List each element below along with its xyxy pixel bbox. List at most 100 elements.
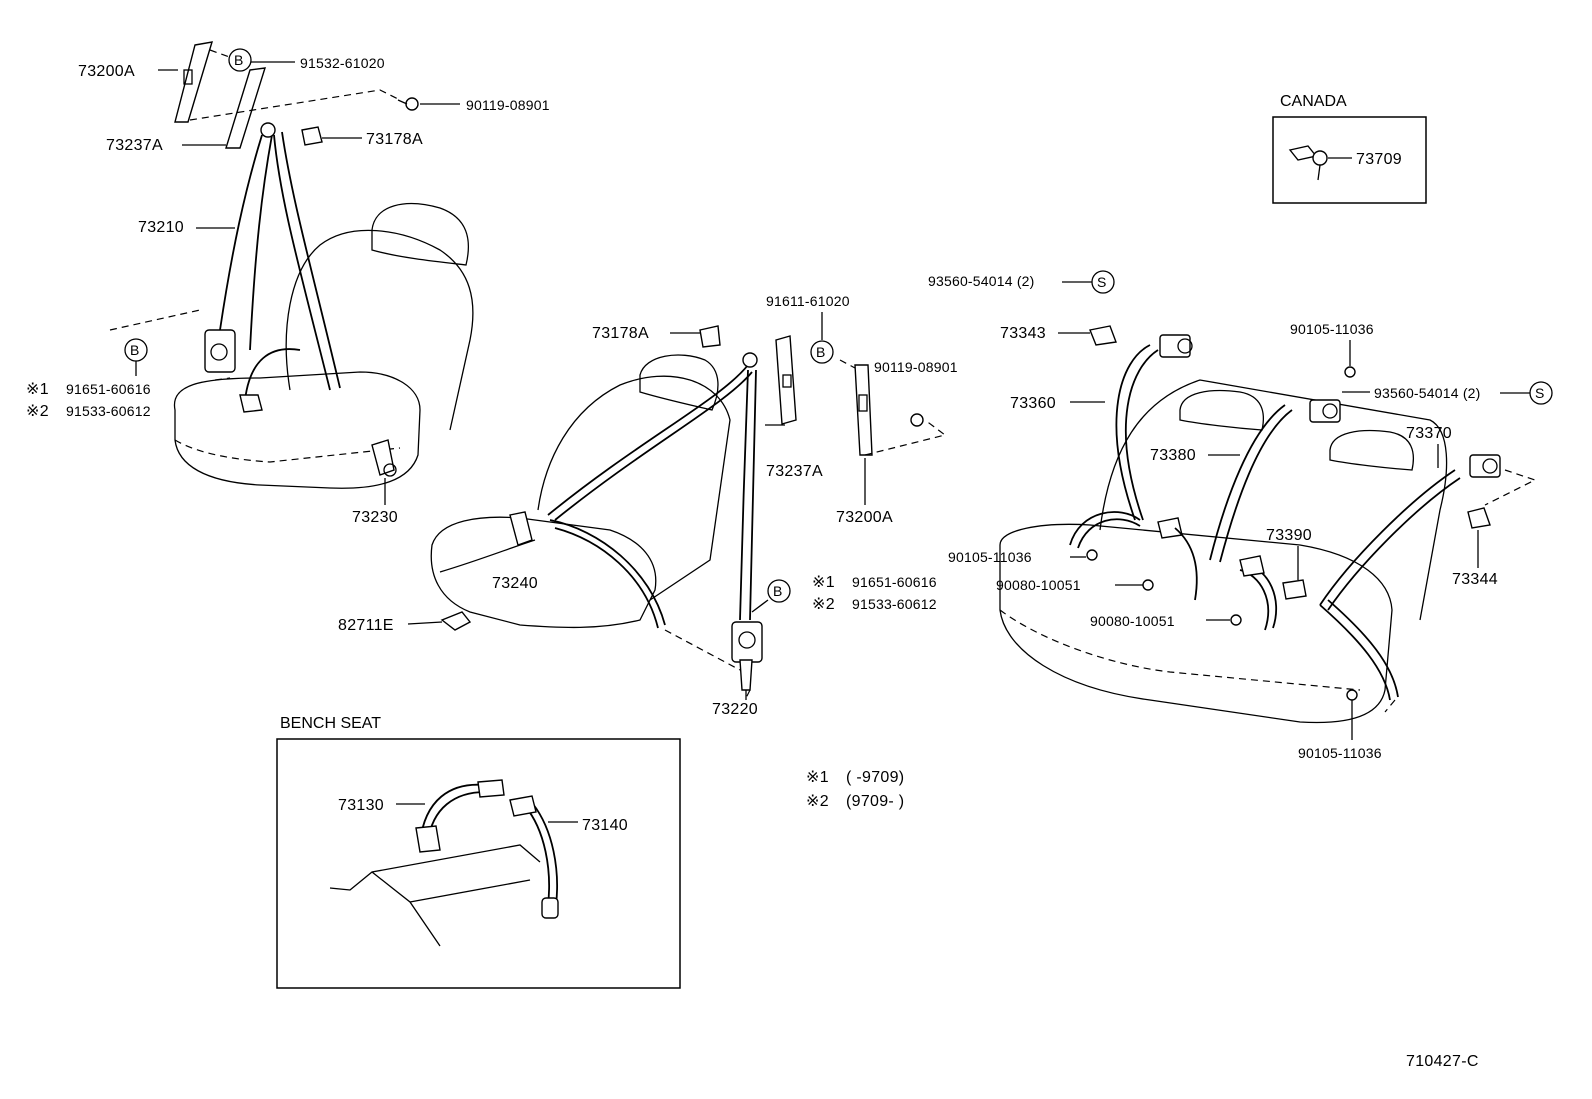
front-right-seat-assembly (430, 325, 947, 701)
canada-title: CANADA (1280, 93, 1347, 110)
svg-text:B: B (816, 344, 826, 360)
front-right-shoulder-adjuster-73200A (854, 364, 873, 456)
s-tag-icon: S (1091, 270, 1115, 294)
label-93560-54014-a: 93560-54014 (2) (928, 273, 1035, 289)
rear-belt-73360 (1115, 344, 1159, 521)
front-left-headrest (371, 202, 470, 266)
label-73178A: 73178A (366, 131, 423, 148)
bolt-90080-icon (1230, 614, 1242, 626)
legend-mark2: ※2 (806, 793, 829, 810)
label-73230: 73230 (352, 509, 398, 526)
label-73220: 73220 (712, 701, 758, 718)
front-left-cap-73178A (301, 126, 323, 146)
label-mark1: ※1 (812, 574, 835, 591)
bolt-90119-icon (397, 97, 419, 111)
label-90105-11036-a: 90105-11036 (1290, 321, 1374, 337)
bolt-73709-icon (1288, 145, 1328, 181)
label-91533-60612: 91533-60612 (852, 596, 937, 612)
rear-cover-73344 (1467, 507, 1491, 529)
label-73344: 73344 (1452, 571, 1498, 588)
bolt-90105-icon (1086, 549, 1098, 561)
label-mark2: ※2 (812, 596, 835, 613)
front-right-labels: 73178A 91611-61020 B 90119-08901 73237A … (338, 293, 958, 718)
legend-notes: ※1 ( -9709) ※2 (9709- ) (806, 769, 904, 810)
label-73390: 73390 (1266, 527, 1312, 544)
label-73360: 73360 (1010, 395, 1056, 412)
label-93560-54014-b: 93560-54014 (2) (1374, 385, 1481, 401)
label-73130: 73130 (338, 797, 384, 814)
label-73200A: 73200A (78, 63, 135, 80)
bench-seat-inset: BENCH SEAT 73130 73140 (276, 715, 681, 989)
front-right-cap-73178A (699, 325, 721, 348)
label-73178A: 73178A (592, 325, 649, 342)
label-mark1: ※1 (26, 381, 49, 398)
front-left-shoulder-adjuster-73200A (174, 41, 213, 123)
rear-cover-73343 (1089, 325, 1117, 346)
label-91651-60616: 91651-60616 (66, 381, 151, 397)
front-right-retractor (731, 621, 763, 663)
label-73709: 73709 (1356, 151, 1402, 168)
connector-82711E (440, 611, 472, 631)
label-mark2: ※2 (26, 403, 49, 420)
label-91532-61020: 91532-61020 (300, 55, 385, 71)
front-right-buckle-73240 (439, 539, 536, 573)
rear-headrest-left (1179, 389, 1264, 431)
label-73210: 73210 (138, 219, 184, 236)
legend-note1: ( -9709) (846, 769, 904, 786)
front-left-cover-73237A (225, 67, 266, 149)
label-90105-11036-c: 90105-11036 (1298, 745, 1382, 761)
front-right-seat-cushion (430, 516, 657, 629)
canada-frame (1272, 116, 1427, 204)
rear-seat-cushion (999, 523, 1393, 724)
legend-note2: (9709- ) (846, 793, 904, 810)
label-82711E: 82711E (338, 617, 394, 634)
label-90119-08901: 90119-08901 (874, 359, 958, 375)
rear-belt-73380 (1209, 404, 1293, 563)
rear-belt-73370 (1319, 469, 1461, 611)
b-tag-icon: B (767, 579, 791, 603)
label-73237A: 73237A (766, 463, 823, 480)
rear-seat-assembly (999, 325, 1537, 724)
b-tag-icon: B (810, 340, 834, 364)
front-left-labels: 73200A B 91532-61020 90119-08901 73237A … (26, 48, 549, 526)
bench-seat-title: BENCH SEAT (280, 715, 381, 732)
label-73343: 73343 (1000, 325, 1046, 342)
label-73237A: 73237A (106, 137, 163, 154)
b-tag-icon: B (124, 338, 148, 362)
front-right-belt-webbing (547, 364, 753, 521)
label-91533-60612: 91533-60612 (66, 403, 151, 419)
front-right-headrest (639, 354, 719, 411)
front-right-seat-back (537, 375, 731, 601)
front-left-buckle-73230 (371, 439, 395, 476)
label-90105-11036-b: 90105-11036 (948, 549, 1032, 565)
bench-belt-73140 (524, 803, 558, 906)
front-left-belt-webbing (219, 134, 273, 351)
front-left-seat-back (285, 229, 474, 431)
s-tag-icon: S (1529, 381, 1553, 405)
label-90080-10051-a: 90080-10051 (996, 577, 1081, 593)
svg-text:B: B (773, 583, 783, 599)
bolt-90105-icon (1344, 366, 1356, 378)
label-91611-61020: 91611-61020 (766, 293, 850, 309)
label-73370: 73370 (1406, 425, 1452, 442)
label-73240: 73240 (492, 575, 538, 592)
legend-mark1: ※1 (806, 769, 829, 786)
bolt-90119-icon (910, 413, 924, 427)
bench-seat-frame (276, 738, 681, 989)
label-73200A: 73200A (836, 509, 893, 526)
bolt-90105-icon (1346, 689, 1358, 701)
svg-text:B: B (234, 52, 244, 68)
svg-text:B: B (130, 342, 140, 358)
rear-headrest-right (1329, 429, 1414, 471)
label-90080-10051-b: 90080-10051 (1090, 613, 1175, 629)
rear-seat-back (1099, 379, 1448, 621)
label-73140: 73140 (582, 817, 628, 834)
rear-labels: 93560-54014 (2) S 73343 90105-11036 9356… (928, 270, 1553, 761)
svg-text:S: S (1535, 385, 1545, 401)
label-73380: 73380 (1150, 447, 1196, 464)
front-left-seat-assembly (109, 41, 474, 489)
label-91651-60616: 91651-60616 (852, 574, 937, 590)
front-right-cover-73237A (775, 335, 797, 425)
svg-text:S: S (1097, 274, 1107, 290)
